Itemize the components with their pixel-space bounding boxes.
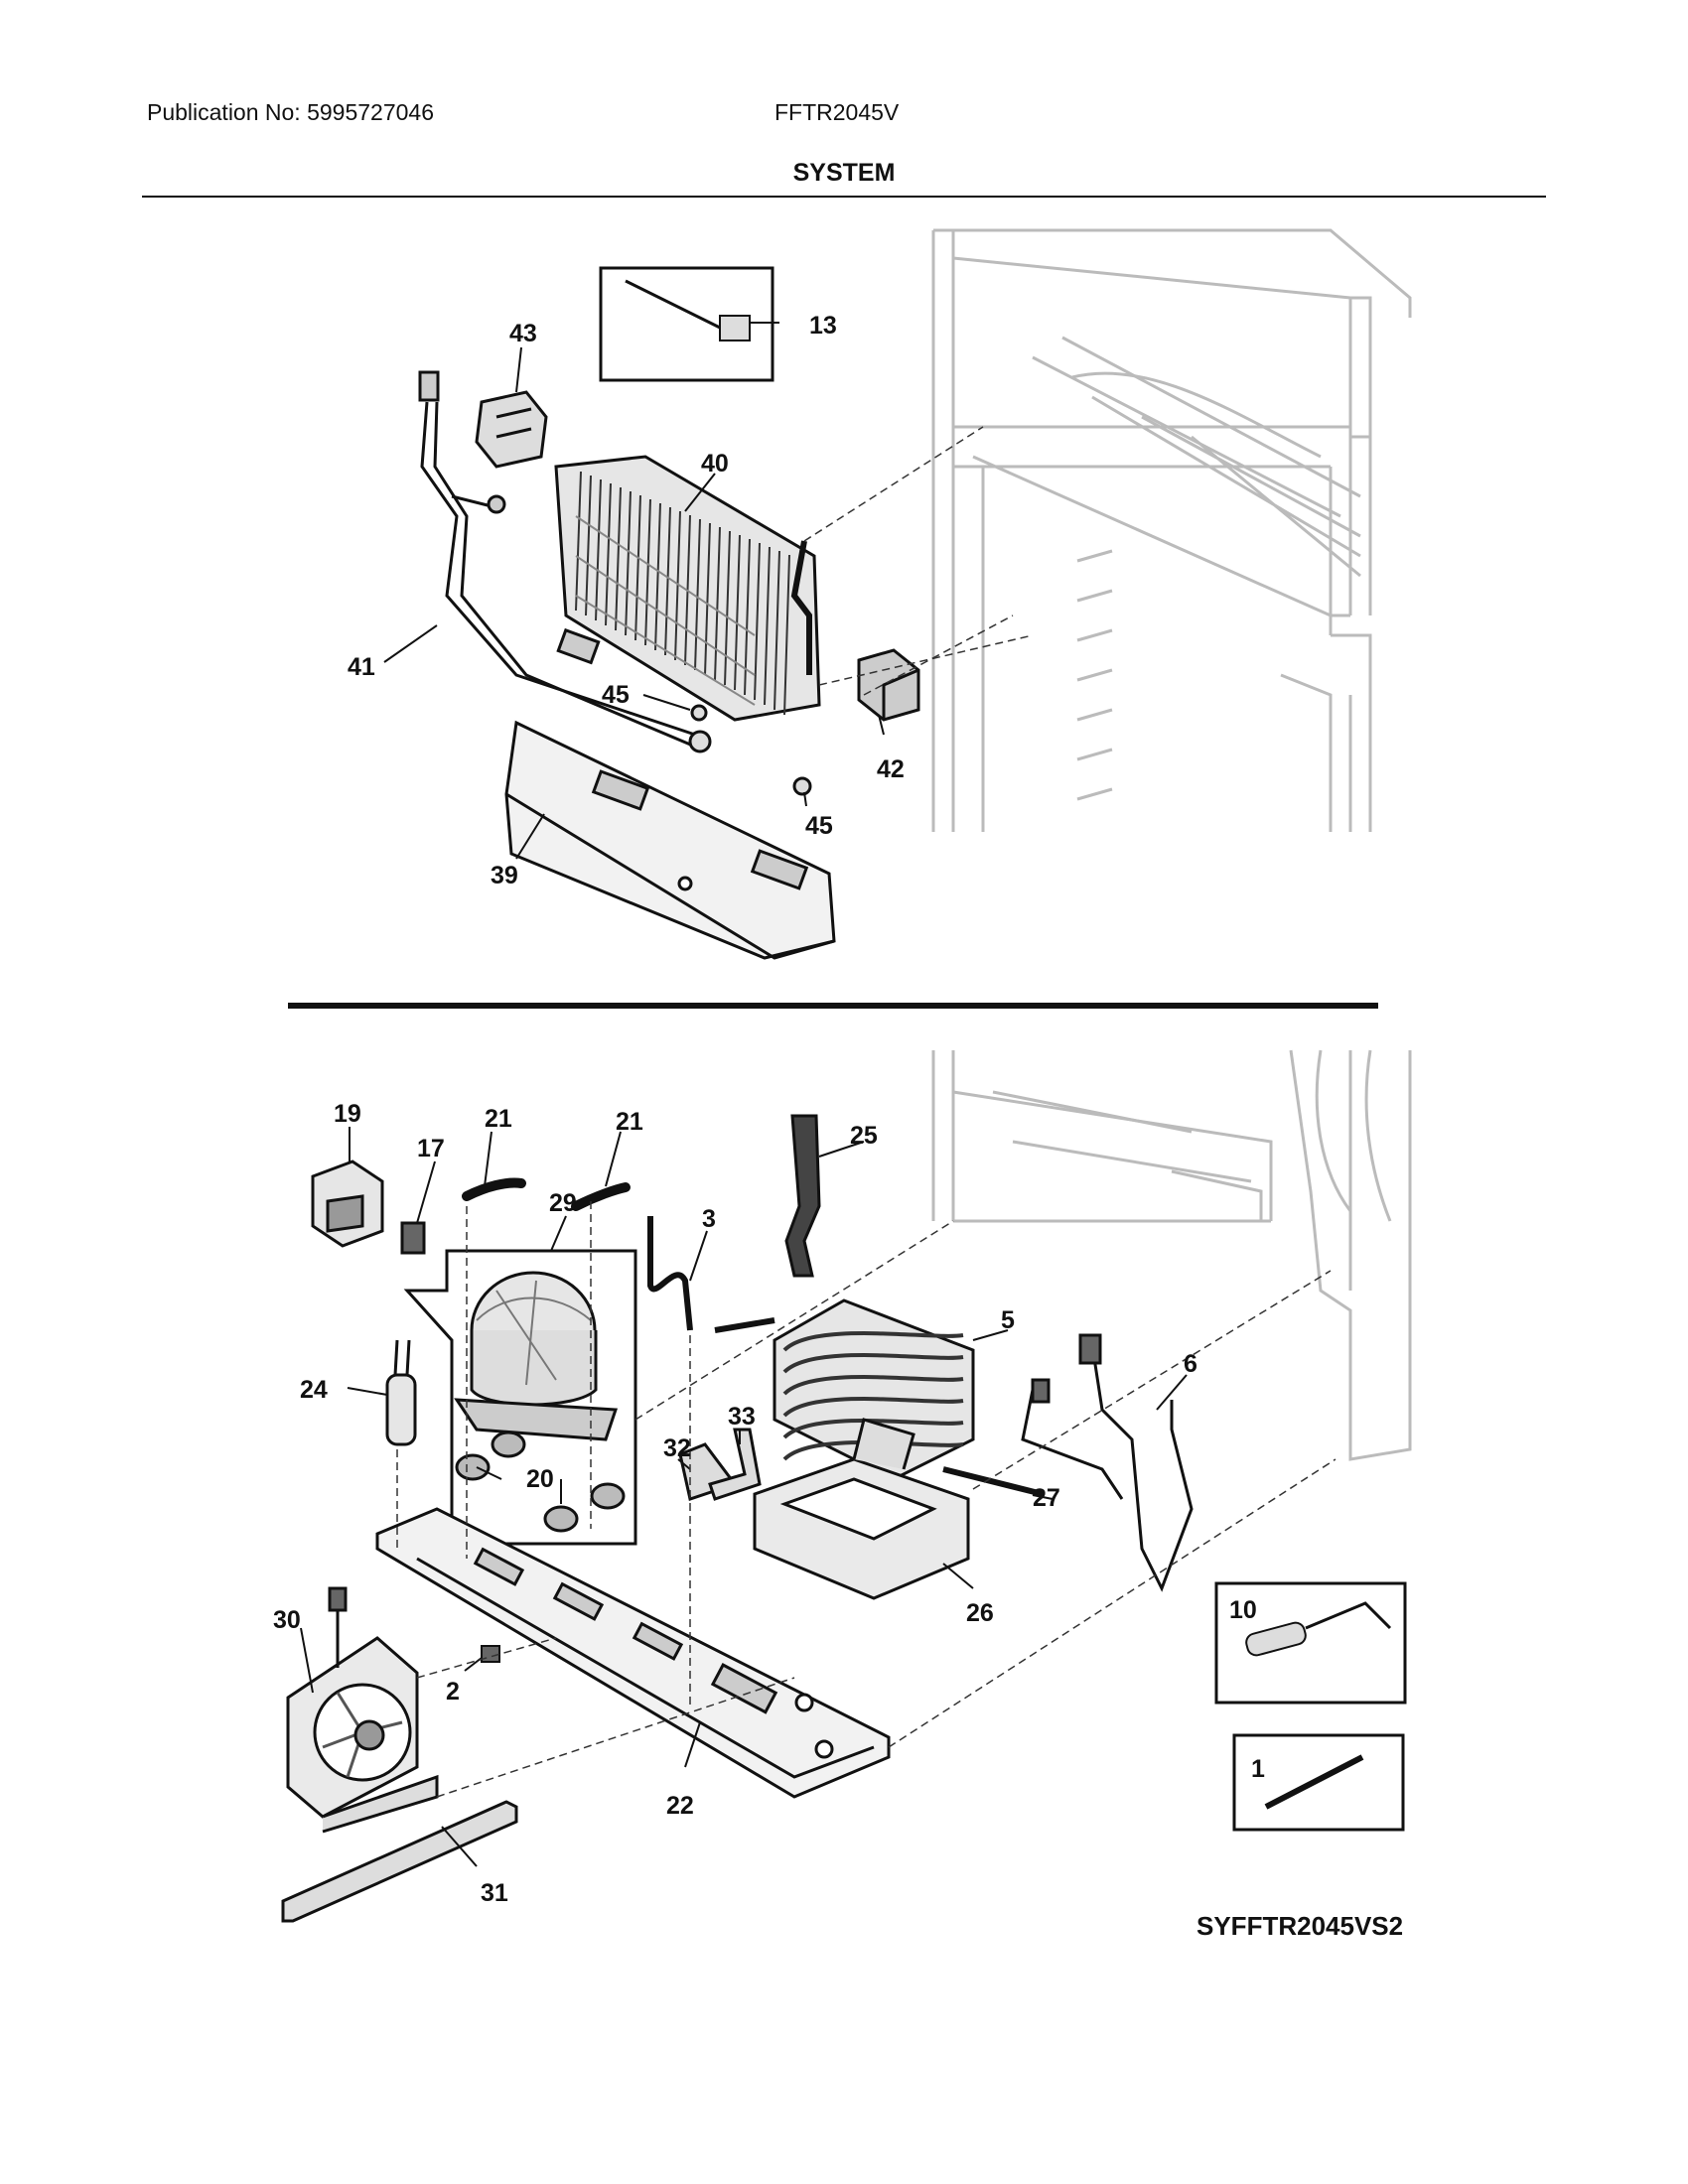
defrost-timer-part [475, 390, 548, 469]
callout-26: 26 [966, 1599, 994, 1627]
drain-hose-part [784, 1114, 821, 1278]
base-pan-part [375, 1507, 891, 1799]
callout-5: 5 [1001, 1306, 1015, 1334]
tube-3-part [647, 1216, 693, 1331]
callout-22: 22 [666, 1792, 694, 1820]
inset-box-1 [1232, 1733, 1405, 1832]
callout-41: 41 [348, 653, 375, 681]
diagram-code: SYFFTR2045VS2 [1196, 1911, 1403, 1941]
header-rule [142, 196, 1546, 198]
bracket-42-part [857, 648, 920, 722]
callout-32: 32 [663, 1434, 691, 1462]
cabinet-outline-top [931, 228, 1412, 832]
clip-21-parts [462, 1177, 631, 1211]
callout-10: 10 [1229, 1596, 1257, 1624]
compressor-part [454, 1271, 619, 1441]
section-title: SYSTEM [792, 159, 896, 187]
callout-27: 27 [1033, 1484, 1060, 1512]
leader-lines-bottom [300, 1127, 1188, 1867]
callout-20: 20 [526, 1465, 554, 1493]
section-divider [288, 1003, 1378, 1009]
callout-13: 13 [809, 312, 837, 340]
harness-6-part [1021, 1333, 1194, 1592]
callout-2: 2 [446, 1678, 460, 1706]
callout-19: 19 [334, 1100, 361, 1128]
compressor-group-box [403, 1249, 637, 1546]
rail-31-part [281, 1800, 518, 1923]
callout-25: 25 [850, 1122, 878, 1150]
clip-2-part [481, 1645, 500, 1663]
callout-31: 31 [481, 1879, 508, 1907]
callout-29: 29 [549, 1189, 577, 1217]
callout-21-left: 21 [485, 1105, 512, 1133]
leader-lines-top [383, 346, 885, 860]
dashed-guides-top [803, 426, 1034, 696]
inset-box-10 [1214, 1581, 1407, 1705]
wire-harness-part [418, 370, 712, 753]
callout-3: 3 [702, 1205, 716, 1233]
callout-45-upper: 45 [602, 681, 630, 709]
callout-30: 30 [273, 1606, 301, 1634]
callout-39: 39 [491, 862, 518, 889]
callout-17: 17 [417, 1135, 445, 1162]
grommet-20-parts [455, 1431, 626, 1533]
callout-21-right: 21 [616, 1108, 643, 1136]
rod-27-part [942, 1466, 1044, 1497]
drain-pan-part [753, 1418, 970, 1600]
callout-42: 42 [877, 755, 905, 783]
callout-24: 24 [300, 1376, 328, 1404]
callout-33: 33 [728, 1403, 756, 1431]
callout-45-lower: 45 [805, 812, 833, 840]
model-number: FFTR2045V [774, 99, 900, 125]
callout-1: 1 [1251, 1755, 1265, 1783]
drier-24-part [385, 1339, 417, 1446]
bracket-19-part [311, 1160, 384, 1248]
drain-trough-part [504, 720, 836, 960]
callout-43: 43 [509, 320, 537, 347]
bracket-32-33-parts [678, 1428, 762, 1501]
cabinet-shelf-slots [1076, 549, 1113, 801]
publication-number: Publication No: 5995727046 [147, 99, 435, 125]
condenser-fan-part [286, 1586, 439, 1834]
evaporator-coil-part [554, 455, 821, 722]
dashed-guides-bottom [396, 1201, 1336, 1798]
small-part-45 [556, 627, 812, 796]
relay-17-part [400, 1221, 426, 1255]
clip-inset-box [599, 266, 779, 382]
callout-6: 6 [1184, 1350, 1197, 1378]
callout-40: 40 [701, 450, 729, 478]
cabinet-outline-bottom [931, 1049, 1412, 1461]
